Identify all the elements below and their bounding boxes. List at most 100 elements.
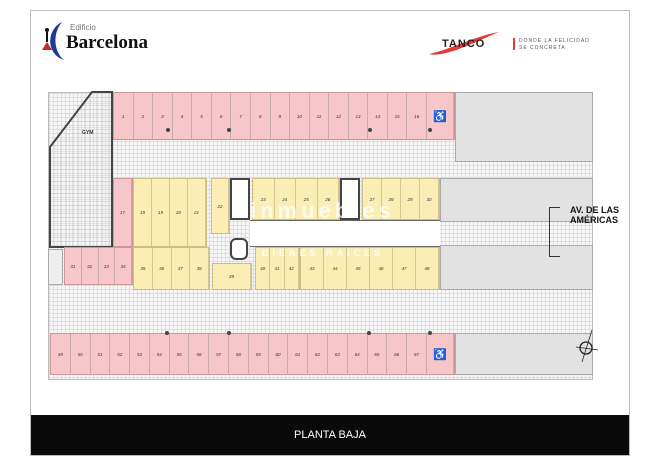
column bbox=[428, 331, 432, 335]
street-label: AV. DE LAS AMÉRICAS bbox=[570, 205, 619, 225]
column bbox=[368, 128, 372, 132]
parking-space-14: 14 bbox=[368, 93, 388, 139]
parking-space-1: 1 bbox=[114, 93, 134, 139]
street-label-line-2: AMÉRICAS bbox=[570, 215, 619, 225]
divider bbox=[513, 38, 515, 50]
gray-zone-top bbox=[455, 92, 593, 162]
parking-space-23: 23 bbox=[253, 179, 275, 219]
parking-space-58: 58 bbox=[229, 334, 249, 374]
parking-space-16: 16 bbox=[407, 93, 427, 139]
parking-space-21: 21 bbox=[188, 179, 206, 246]
parking-space-17: 17 bbox=[114, 179, 132, 246]
parking-space-32: 32 bbox=[82, 248, 99, 284]
parking-space-52: 52 bbox=[110, 334, 131, 374]
column bbox=[165, 331, 169, 335]
parking-space-56: 56 bbox=[189, 334, 210, 374]
parking-space-49: 49 bbox=[51, 334, 71, 374]
accessible-parking-icon: ♿ bbox=[427, 334, 455, 374]
parking-space-62: 62 bbox=[308, 334, 328, 374]
parking-space-9: 9 bbox=[271, 93, 291, 139]
parking-space-6: 6 bbox=[212, 93, 232, 139]
parking-space-44: 44 bbox=[324, 248, 347, 289]
parking-space-29: 29 bbox=[401, 179, 420, 219]
parking-space-12: 12 bbox=[329, 93, 349, 139]
parking-space-55: 55 bbox=[170, 334, 190, 374]
logo-title: Barcelona bbox=[66, 32, 148, 53]
parking-space-2: 2 bbox=[134, 93, 154, 139]
column bbox=[227, 331, 231, 335]
parking-space-59: 59 bbox=[249, 334, 269, 374]
parking-space-54: 54 bbox=[150, 334, 170, 374]
parking-space-48: 48 bbox=[416, 248, 439, 289]
entrance-gate bbox=[549, 207, 560, 257]
crescent-logo-icon bbox=[42, 22, 64, 60]
parking-space-30: 30 bbox=[420, 179, 439, 219]
elevator bbox=[230, 238, 248, 260]
parking-space-34: 34 bbox=[115, 248, 132, 284]
gray-zone-bottom bbox=[455, 333, 593, 375]
parking-space-31: 31 bbox=[65, 248, 82, 284]
parking-space-4: 4 bbox=[173, 93, 193, 139]
logo-subtitle: Edificio bbox=[70, 23, 96, 32]
street-label-line-1: AV. DE LAS bbox=[570, 205, 620, 215]
parking-space-64: 64 bbox=[348, 334, 368, 374]
parking-space-47: 47 bbox=[393, 248, 416, 289]
parking-space-35: 35 bbox=[134, 248, 153, 289]
parking-space-45: 45 bbox=[347, 248, 370, 289]
parking-space-24: 24 bbox=[275, 179, 296, 219]
parking-row-39: 39 bbox=[212, 263, 252, 290]
parking-space-50: 50 bbox=[71, 334, 91, 374]
parking-space-33: 33 bbox=[99, 248, 116, 284]
tagline-line-1: DONDE LA FELICIDAD bbox=[519, 38, 590, 44]
parking-space-22: 22 bbox=[212, 179, 229, 233]
parking-space-13: 13 bbox=[349, 93, 369, 139]
parking-space-67: 67 bbox=[407, 334, 427, 374]
stair-core-right bbox=[340, 178, 360, 220]
gray-zone-mid bbox=[440, 178, 593, 222]
parking-space-3: 3 bbox=[153, 93, 173, 139]
tagline-line-2: SE CONCRETA bbox=[519, 45, 566, 51]
parking-space-65: 65 bbox=[368, 334, 388, 374]
parking-space-28: 28 bbox=[382, 179, 401, 219]
parking-space-25: 25 bbox=[296, 179, 318, 219]
parking-space-39: 39 bbox=[213, 264, 251, 289]
parking-space-11: 11 bbox=[310, 93, 330, 139]
parking-space-51: 51 bbox=[91, 334, 111, 374]
tanco-swoosh-icon bbox=[429, 32, 499, 55]
floor-title-bar: PLANTA BAJA bbox=[31, 415, 629, 455]
column bbox=[367, 331, 371, 335]
tanco-brand: TANCO bbox=[442, 38, 486, 50]
parking-space-42: 42 bbox=[285, 248, 299, 289]
parking-space-5: 5 bbox=[192, 93, 212, 139]
stair-core-left bbox=[230, 178, 250, 220]
gym-area bbox=[49, 91, 113, 248]
column bbox=[428, 128, 432, 132]
gray-zone-low bbox=[440, 245, 593, 290]
parking-space-20: 20 bbox=[170, 179, 188, 246]
parking-space-8: 8 bbox=[251, 93, 271, 139]
parking-space-15: 15 bbox=[388, 93, 408, 139]
parking-space-27: 27 bbox=[363, 179, 382, 219]
floor-title: PLANTA BAJA bbox=[294, 429, 366, 441]
column bbox=[227, 128, 231, 132]
parking-space-46: 46 bbox=[370, 248, 393, 289]
parking-space-10: 10 bbox=[290, 93, 310, 139]
watermark-bottom: BIENES RAICES bbox=[262, 248, 385, 258]
parking-space-19: 19 bbox=[152, 179, 170, 246]
accessible-parking-icon: ♿ bbox=[427, 93, 454, 139]
parking-space-41: 41 bbox=[270, 248, 285, 289]
parking-space-43: 43 bbox=[301, 248, 324, 289]
planter bbox=[48, 249, 63, 285]
parking-row-22: 22 bbox=[211, 178, 230, 234]
parking-space-26: 26 bbox=[318, 179, 339, 219]
parking-space-7: 7 bbox=[231, 93, 251, 139]
